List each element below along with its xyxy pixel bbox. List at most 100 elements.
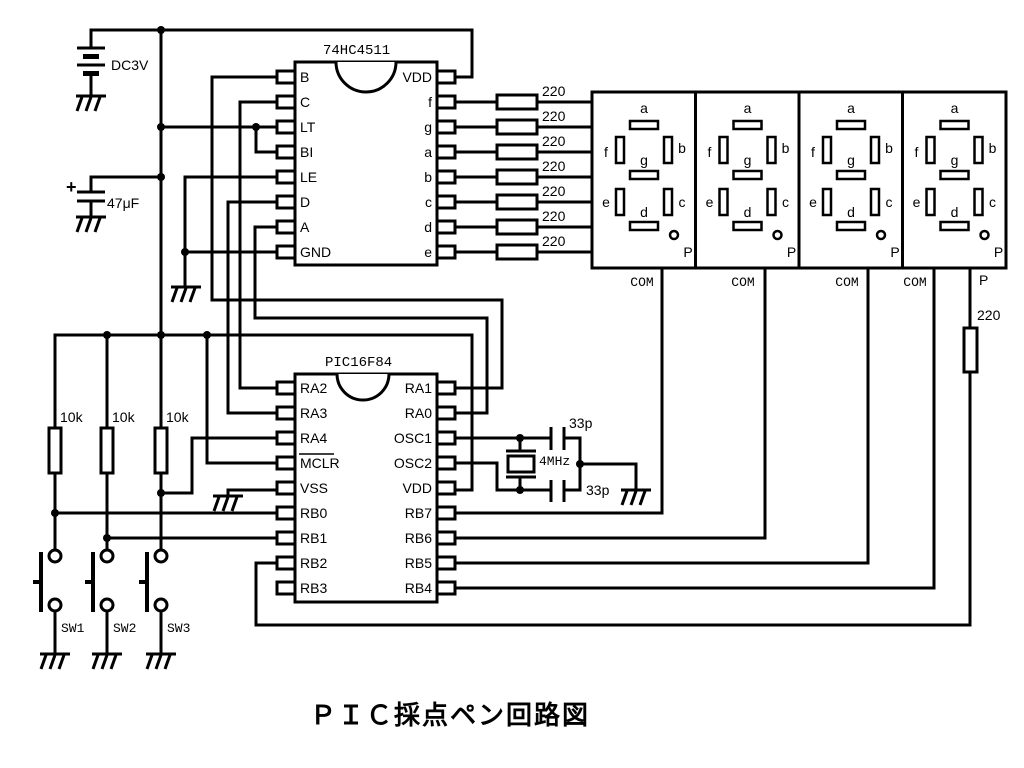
switch-label: SW1: [61, 621, 85, 636]
digit-drive-wiring: 220 P: [453, 266, 1001, 590]
segment-dp: [668, 229, 680, 241]
segment-resistor-label: 220: [542, 183, 566, 199]
ground-symbol: [75, 215, 106, 233]
decoder-pin-gnd: [275, 244, 297, 260]
decoder-pin-label: g: [424, 119, 432, 135]
ground-symbol: [212, 494, 243, 512]
battery-dc3v: DC3V: [75, 28, 163, 112]
segment-label-e: e: [809, 194, 817, 210]
segment-label-c: c: [989, 194, 996, 210]
segment-b: [662, 135, 674, 165]
decoder-pin-label: d: [424, 219, 432, 235]
decoder-pin-bi: [275, 144, 297, 160]
decoder-pin-label: GND: [300, 244, 331, 260]
segment-resistor-label: 220: [542, 208, 566, 224]
segment-d: [628, 220, 660, 232]
mcu-pin-rb5: [435, 555, 457, 571]
segment-d: [732, 220, 763, 232]
segment-label-c: c: [782, 194, 789, 210]
segment-resistor: [495, 93, 539, 111]
segment-label-a: a: [951, 100, 959, 116]
segment-label-a: a: [640, 100, 648, 116]
segment-label-p: P: [787, 244, 796, 260]
cap-label: 47μF: [107, 195, 139, 211]
segment-resistor: [495, 118, 539, 136]
com-label: COM: [630, 275, 653, 290]
segment-label-e: e: [706, 194, 714, 210]
segment-g: [939, 169, 970, 181]
diagram-title: ＰＩＣ採点ペン回路図: [310, 700, 590, 731]
ic-pic16f84-name: PIC16F84: [325, 355, 392, 371]
segment-dp: [772, 229, 783, 241]
pullup-resistor: [99, 426, 115, 475]
segment-label-g: g: [951, 152, 959, 168]
segment-resistor: [495, 168, 539, 186]
switch-label: SW2: [113, 621, 136, 636]
segment-f: [614, 135, 626, 165]
segment-resistor-label: 220: [542, 158, 566, 174]
mcu-pin-label: RB0: [300, 505, 327, 521]
mcu-pin-label: RA3: [300, 405, 327, 421]
segment-a: [939, 119, 970, 131]
decoder-wiring: [159, 75, 504, 415]
mcu-pin-label: RB4: [405, 580, 432, 596]
decoder-pin-label: c: [425, 194, 432, 210]
mcu-pin-label: RB2: [300, 555, 327, 571]
mcu-pin-label: RA2: [300, 380, 327, 396]
mcu-pin-mclr: [275, 455, 297, 471]
mcu-pin-rb6: [435, 530, 457, 546]
segment-a: [628, 119, 660, 131]
segment-g: [732, 169, 763, 181]
mcu-pin-rb3: [275, 580, 297, 596]
dp-label: P: [979, 272, 988, 288]
segment-dp: [875, 229, 887, 241]
battery-label: DC3V: [111, 57, 149, 73]
mcu-pin-ra2: [275, 380, 297, 396]
decoder-pin-label: B: [300, 69, 309, 85]
mcu-pin-rb0: [275, 505, 297, 521]
decoder-pin-lt: [275, 119, 297, 135]
dp-resistor: [962, 326, 979, 374]
pullup-network: [51, 331, 972, 627]
decoder-pin-a: [275, 219, 297, 235]
cap1-label: 33p: [569, 415, 593, 431]
mcu-pin-label: RA1: [405, 380, 432, 396]
segment-g: [628, 169, 660, 181]
decoder-pin-b: [275, 69, 297, 85]
com-label: COM: [903, 275, 926, 290]
cap-polarity: +: [66, 177, 77, 197]
decoder-pin-label: BI: [300, 144, 313, 160]
dp-resistor-label: 220: [977, 307, 1001, 323]
crystal-oscillator: 4MHz 33p 33p: [453, 415, 651, 506]
segment-f: [718, 135, 729, 165]
mcu-pin-osc1: [435, 430, 457, 446]
decoder-pin-label: VDD: [402, 69, 432, 85]
segment-resistor: [495, 143, 539, 161]
decoder-pin-e: [435, 244, 457, 260]
segment-label-b: b: [989, 140, 997, 156]
segment-d: [939, 220, 970, 232]
decoder-pin-b: [435, 169, 457, 185]
segment-label-b: b: [678, 140, 686, 156]
segment-label-a: a: [847, 100, 855, 116]
mcu-pin-ra0: [435, 405, 457, 421]
segment-label-g: g: [847, 152, 855, 168]
segment-resistor: [495, 218, 539, 236]
segment-label-f: f: [604, 144, 608, 160]
segment-label-e: e: [913, 194, 921, 210]
decoder-pin-c: [275, 94, 297, 110]
segment-label-g: g: [640, 152, 648, 168]
decoder-pin-label: b: [424, 169, 432, 185]
segment-b: [869, 135, 881, 165]
segment-c: [869, 187, 881, 217]
segment-resistor: [495, 193, 539, 211]
mcu-pin-rb7: [435, 505, 457, 521]
segment-f: [821, 135, 833, 165]
segment-label-g: g: [744, 152, 752, 168]
com-label: COM: [835, 275, 858, 290]
